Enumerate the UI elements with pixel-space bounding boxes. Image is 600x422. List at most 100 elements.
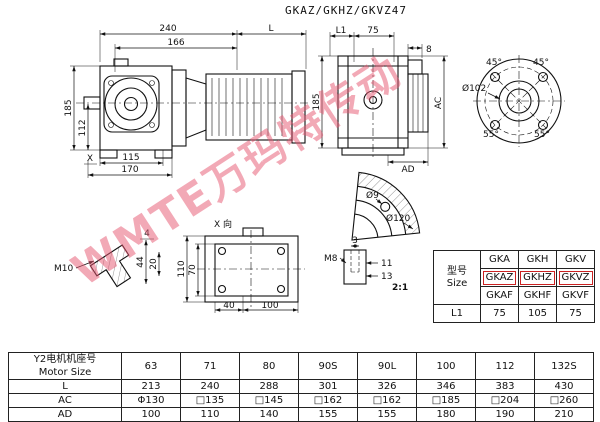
dim-110: 110	[177, 260, 187, 277]
flange-view: Ø102 45° 45° 55° 55°	[462, 55, 565, 147]
scale-note: 2:1	[392, 283, 408, 293]
side-view-details	[76, 78, 310, 136]
bolt-hole	[537, 71, 549, 83]
front-view-dimensions: L1 75 8 185 AC AD	[312, 26, 448, 175]
dim-185: 185	[64, 99, 74, 116]
frame-size-cell: 132S	[534, 352, 594, 380]
value-cell: 326	[357, 379, 417, 394]
value-cell: 155	[298, 407, 358, 422]
front-view-outline	[337, 55, 429, 156]
mount-hole	[276, 284, 286, 294]
motor-table-header-cn: Y2电机机座号	[33, 354, 97, 365]
dim-13: 13	[381, 272, 392, 282]
dim-240: 240	[159, 24, 176, 34]
frame-size-cell: 80	[239, 352, 299, 380]
value-cell: □185	[416, 393, 476, 408]
dim-102: Ø102	[462, 83, 486, 94]
front-view-details	[372, 48, 424, 160]
dim-L1: L1	[336, 26, 347, 36]
frame-size-cell: 90S	[298, 352, 358, 380]
motor-table-header: Y2电机机座号 Motor Size	[8, 352, 122, 380]
row-label-cell: AC	[8, 393, 122, 408]
angle-55-right: 55°	[534, 130, 550, 140]
dim-170: 170	[121, 165, 138, 175]
model-cell: GKA	[480, 250, 519, 269]
side-view-outline	[83, 58, 306, 159]
dim-70: 70	[188, 264, 198, 276]
dim-166: 166	[167, 38, 184, 48]
shaft-end-detail: 3 M8 11 13 2:1	[324, 236, 408, 293]
l1-value-cell: 75	[480, 304, 519, 323]
fan-cover	[291, 70, 306, 144]
dim-115: 115	[122, 153, 139, 163]
model-cell-highlighted: GKHZ	[518, 268, 557, 287]
bolt-hole	[489, 71, 501, 83]
value-cell: 190	[475, 407, 535, 422]
motor-size-table: Y2电机机座号 Motor Size 63 71 80 90S 90L 100 …	[8, 352, 594, 422]
bolt-hole	[537, 119, 549, 131]
size-table-header-cn: 型号	[447, 265, 467, 277]
dim-11: 11	[381, 259, 392, 269]
l1-value-cell: 105	[518, 304, 557, 323]
x-direction-view: X 向 110 70 40 100	[177, 218, 305, 313]
row-label-cell: L	[8, 379, 122, 394]
size-table-header-en: Size	[446, 277, 468, 289]
size-l1-table: 型号 Size GKA GKH GKV GKAZ GKHZ GKVZ GKAF …	[433, 250, 595, 323]
x-view-label: X 向	[214, 218, 232, 230]
front-view: L1 75 8 185 AC AD	[312, 26, 448, 175]
value-cell: 430	[534, 379, 594, 394]
dim-hole-dia: Ø9	[366, 190, 379, 201]
side-view-dimensions: 240 L 166 185 112 115 170 X	[64, 24, 307, 178]
mount-hole	[217, 246, 227, 256]
value-cell: 240	[180, 379, 240, 394]
value-cell: □260	[534, 393, 594, 408]
flange-section-detail: Ø9 Ø120	[351, 171, 421, 241]
dim-8: 8	[426, 45, 432, 55]
dim-4: 4	[144, 229, 150, 239]
l1-label-cell: L1	[433, 304, 481, 323]
page-title: GKAZ/GKHZ/GKVZ47	[285, 4, 407, 17]
bolt-hole	[489, 119, 501, 131]
clamp-bracket-detail: M10 44 20 4	[54, 229, 161, 288]
value-cell: 110	[180, 407, 240, 422]
angle-45-left: 45°	[486, 58, 502, 68]
angle-45-right: 45°	[533, 58, 549, 68]
dim-44: 44	[136, 256, 146, 268]
model-cell: GKV	[556, 250, 595, 269]
model-cell-highlighted: GKAZ	[480, 268, 519, 287]
value-cell: □135	[180, 393, 240, 408]
motor-fins	[211, 78, 283, 136]
dim-AC: AC	[434, 97, 444, 109]
frame-size-cell: 71	[180, 352, 240, 380]
dim-M10: M10	[54, 264, 73, 274]
output-shaft-boss	[104, 77, 158, 131]
l1-value-cell: 75	[556, 304, 595, 323]
dim-185-front: 185	[312, 93, 322, 110]
dim-112: 112	[78, 119, 88, 136]
value-cell: □162	[357, 393, 417, 408]
frame-size-cell: 63	[121, 352, 181, 380]
dim-75: 75	[367, 26, 378, 36]
side-view: 240 L 166 185 112 115 170 X	[64, 24, 310, 178]
value-cell: 301	[298, 379, 358, 394]
mount-hole	[276, 246, 286, 256]
value-cell: □204	[475, 393, 535, 408]
dim-AD: AD	[401, 165, 414, 175]
value-cell: 346	[416, 379, 476, 394]
value-cell: 288	[239, 379, 299, 394]
value-cell: 100	[121, 407, 181, 422]
model-cell: GKH	[518, 250, 557, 269]
dim-X: X	[87, 154, 93, 164]
value-cell: 213	[121, 379, 181, 394]
dim-100: 100	[261, 301, 278, 311]
motor-table-header-en: Motor Size	[38, 367, 92, 378]
frame-size-cell: 112	[475, 352, 535, 380]
value-cell: 140	[239, 407, 299, 422]
value-cell: 210	[534, 407, 594, 422]
model-cell: GKVF	[556, 286, 595, 305]
value-cell: 155	[357, 407, 417, 422]
flange-hole	[380, 201, 391, 212]
dim-M8: M8	[324, 254, 338, 264]
size-table-header: 型号 Size	[433, 250, 481, 305]
